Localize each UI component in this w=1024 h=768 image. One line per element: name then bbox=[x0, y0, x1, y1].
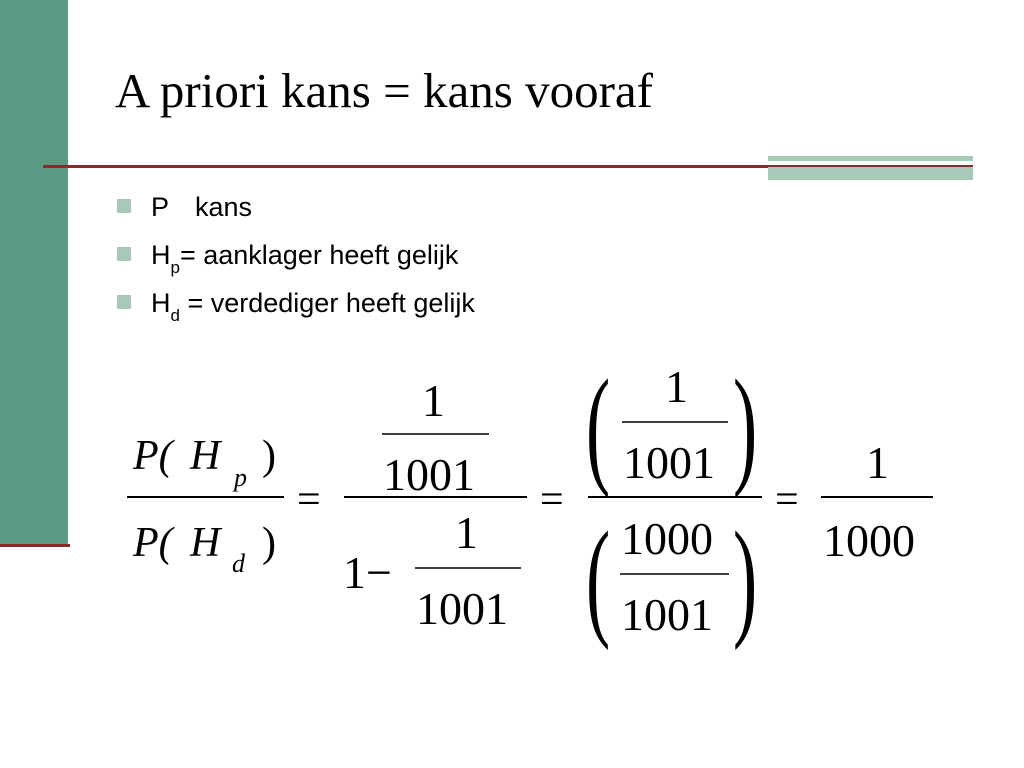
f2-num-1001: 1001 bbox=[383, 449, 475, 500]
bullet-symbol: H bbox=[151, 288, 171, 318]
side-bar bbox=[0, 0, 68, 546]
lhs-num-close: ) bbox=[262, 433, 276, 479]
f2-den-minus: 1− bbox=[343, 547, 392, 598]
f3-den-lparen: ( bbox=[586, 506, 610, 652]
bullet-square-icon bbox=[117, 294, 131, 309]
bullet-item-hd: Hd = verdediger heeft gelijk bbox=[117, 286, 475, 334]
bullet-symbol: P bbox=[151, 192, 170, 222]
f3-den-rparen: ) bbox=[733, 506, 757, 652]
f3-num-lparen: ( bbox=[586, 354, 610, 500]
lhs-num-open: P( bbox=[132, 433, 176, 479]
equals-2: = bbox=[540, 477, 564, 523]
f3-num-rparen: ) bbox=[733, 354, 757, 500]
accent-stripe-thin bbox=[768, 156, 973, 161]
bullet-text: kans bbox=[195, 192, 253, 222]
bullet-text: = verdediger heeft gelijk bbox=[179, 288, 475, 318]
f2-den-one: 1 bbox=[455, 507, 478, 558]
f3-den-1000: 1000 bbox=[621, 513, 713, 564]
lhs-num-sub: p bbox=[232, 463, 247, 492]
bullet-subscript: d bbox=[170, 306, 180, 325]
result-den-1000: 1000 bbox=[823, 515, 915, 566]
f3-num-1001: 1001 bbox=[623, 437, 715, 488]
bullet-item-hp: Hp= aanklager heeft gelijk bbox=[117, 238, 475, 286]
bullet-square-icon bbox=[117, 246, 131, 261]
f3-num-one: 1 bbox=[665, 361, 688, 412]
bullet-symbol: H bbox=[151, 240, 171, 270]
result-num-one: 1 bbox=[866, 437, 889, 488]
accent-stripe-thick bbox=[768, 167, 973, 180]
equals-1: = bbox=[297, 477, 321, 523]
f2-num-one: 1 bbox=[422, 375, 445, 426]
accent-stripes bbox=[768, 156, 973, 180]
lhs-den-var: H bbox=[189, 520, 223, 566]
title-rule bbox=[43, 165, 973, 168]
lhs-den-open: P( bbox=[132, 520, 176, 566]
slide-title: A priori kans = kans vooraf bbox=[115, 63, 653, 118]
bullet-text: = aanklager heeft gelijk bbox=[179, 240, 459, 270]
lhs-den-close: ) bbox=[262, 520, 276, 566]
lhs-den-sub: d bbox=[232, 549, 246, 578]
f2-den-1001: 1001 bbox=[416, 583, 508, 634]
bullet-subscript: p bbox=[170, 258, 180, 277]
lhs-num-var: H bbox=[189, 433, 223, 479]
equals-3: = bbox=[775, 477, 799, 523]
f3-den-1001: 1001 bbox=[621, 589, 713, 640]
bullet-square-icon bbox=[117, 198, 131, 213]
side-bar-rule bbox=[0, 544, 70, 547]
